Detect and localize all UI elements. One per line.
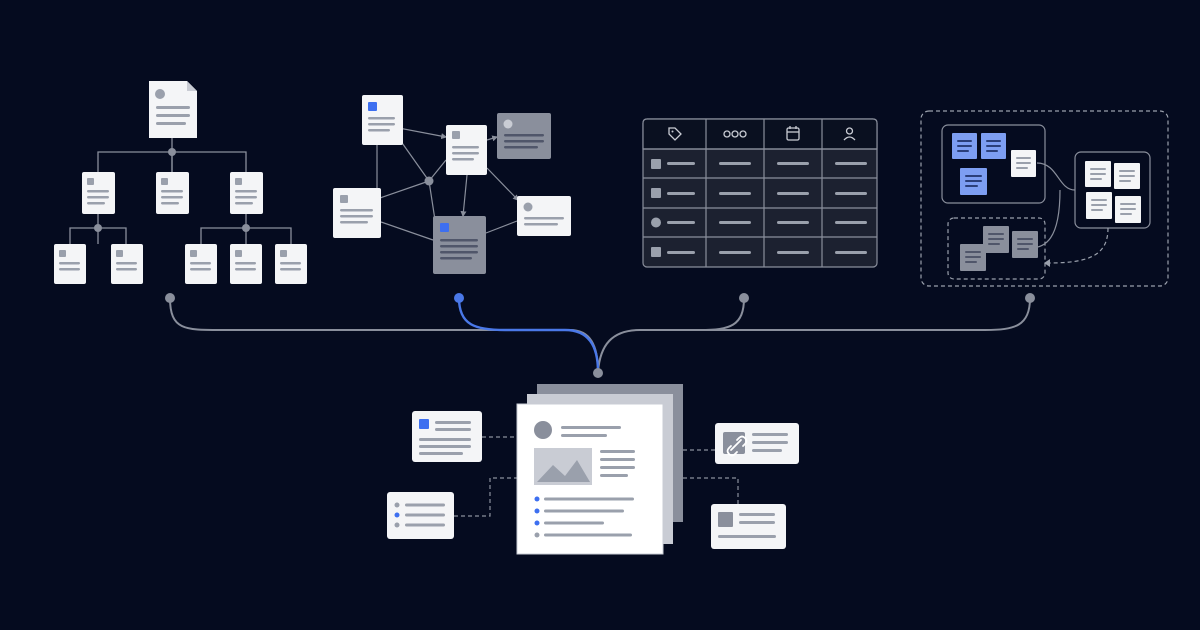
- row-marker: [651, 217, 661, 228]
- side-card-checklist: [387, 492, 454, 539]
- graph-node-highlighted: [362, 95, 403, 145]
- row-marker: [651, 247, 661, 257]
- sticky-note: [1011, 150, 1036, 177]
- tree-junction: [242, 224, 250, 232]
- tree-junction: [94, 224, 102, 232]
- connector-endpoint-active: [454, 293, 464, 303]
- sticky-note-blue: [952, 133, 977, 159]
- tree-junction: [168, 148, 176, 156]
- connector-endpoint: [739, 293, 749, 303]
- sticky-note-gray: [960, 244, 986, 271]
- graph-node-dark: [497, 113, 551, 159]
- merge-connectors: [169, 297, 1031, 373]
- sticky-note: [1115, 196, 1141, 223]
- tree-root-document: [149, 81, 197, 138]
- graph-network: [333, 95, 571, 274]
- side-card-links: [454, 436, 739, 517]
- accent-square-icon: [440, 223, 449, 232]
- merge-point: [593, 368, 603, 378]
- author-avatar: [534, 421, 552, 439]
- side-card-note: [412, 411, 482, 462]
- accent-square-icon: [368, 102, 377, 111]
- graph-hub-node: [424, 176, 434, 186]
- graph-node: [446, 125, 487, 175]
- bullet: [534, 508, 540, 514]
- accent-square-icon: [419, 419, 429, 429]
- tree-node: [230, 172, 263, 214]
- sticky-note: [1085, 161, 1111, 187]
- sticky-note: [1114, 163, 1140, 189]
- board-panel-dashed: [947, 217, 1046, 280]
- graph-node: [517, 196, 571, 236]
- database-table: [642, 118, 878, 268]
- calendar-icon: [786, 126, 800, 141]
- tag-icon: [668, 127, 682, 141]
- table-cells: [667, 162, 867, 254]
- sticky-note-blue: [960, 168, 987, 195]
- graph-links: [374, 124, 519, 241]
- graph-node-dark-highlighted: [433, 216, 486, 274]
- tree-diagram: [54, 81, 307, 284]
- tree-leaf: [54, 244, 86, 284]
- more-horizontal-icon: [723, 130, 747, 138]
- bullet: [534, 532, 540, 538]
- connector-endpoint: [165, 293, 175, 303]
- arrow-left-icon: [1044, 259, 1050, 267]
- side-card-media: [711, 504, 786, 549]
- image-icon: [534, 448, 592, 485]
- user-icon: [843, 127, 856, 141]
- sticky-note: [1086, 192, 1112, 219]
- link-icon: [726, 435, 748, 457]
- row-marker: [651, 188, 661, 198]
- merged-document: [516, 384, 683, 555]
- tree-leaf: [111, 244, 143, 284]
- connector-graph-active: [457, 297, 600, 373]
- tree-node: [82, 172, 115, 214]
- avatar-icon: [155, 89, 165, 99]
- tree-leaf: [230, 244, 262, 284]
- row-marker: [651, 159, 661, 169]
- side-card-link: [715, 423, 799, 464]
- tree-leaf: [275, 244, 307, 284]
- tree-node: [156, 172, 189, 214]
- table-grid: [643, 119, 877, 267]
- connector-endpoint: [1025, 293, 1035, 303]
- connector-table: [597, 297, 745, 373]
- bullet: [534, 496, 540, 502]
- connector-tree: [169, 297, 599, 373]
- connector-boards: [640, 297, 1031, 331]
- board-link: [1036, 162, 1076, 191]
- outer-dashed-frame: [920, 110, 1169, 287]
- graph-node: [333, 188, 381, 238]
- tree-leaf: [185, 244, 217, 284]
- sticky-note-gray: [983, 226, 1009, 253]
- bullet: [534, 520, 540, 526]
- sticky-note-blue: [981, 133, 1006, 159]
- sticky-note-gray: [1012, 231, 1038, 258]
- nested-boards: [920, 110, 1169, 287]
- board-link-dashed: [1047, 227, 1109, 264]
